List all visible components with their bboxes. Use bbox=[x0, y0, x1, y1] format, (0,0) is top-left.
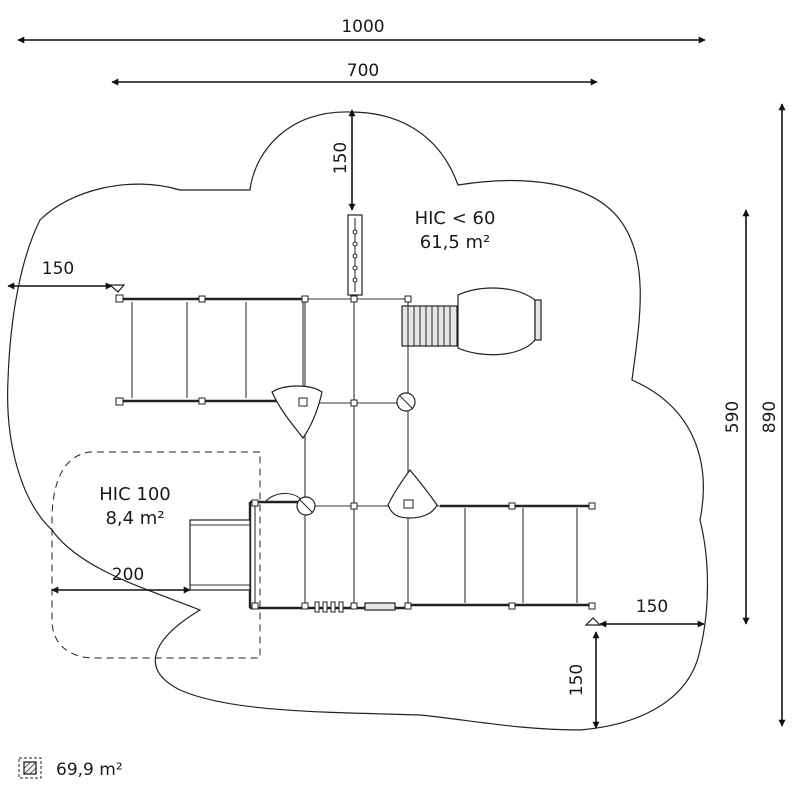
bottom-gap-label: 150 bbox=[567, 664, 587, 696]
small-zone-area-label: 8,4 m² bbox=[105, 508, 164, 529]
legend-total-area: 69,9 m² bbox=[56, 760, 123, 780]
posts bbox=[115, 294, 596, 610]
top-gap-label: 150 bbox=[331, 142, 351, 174]
safety-zone-outline bbox=[7, 111, 709, 731]
main-zone-area-label: 61,5 m² bbox=[420, 232, 491, 253]
legend: 69,9 m² bbox=[18, 757, 123, 780]
total-width-label: 1000 bbox=[341, 17, 384, 37]
small-slide bbox=[189, 519, 251, 591]
inner-width-label: 700 bbox=[347, 61, 379, 81]
main-zone-hic-label: HIC < 60 bbox=[415, 208, 496, 229]
lower-right-walkway bbox=[405, 504, 592, 607]
hatched-square-icon bbox=[18, 757, 42, 779]
left-anchor bbox=[108, 284, 126, 293]
playground-structure bbox=[108, 214, 602, 626]
left-gap-label: 150 bbox=[42, 259, 74, 279]
upper-turret-roof bbox=[271, 385, 323, 440]
tube-slide bbox=[401, 287, 542, 356]
right-anchor bbox=[584, 617, 602, 626]
small-zone-hic-label: HIC 100 bbox=[99, 484, 171, 505]
lower-turret-roof bbox=[387, 469, 438, 519]
total-height-label: 890 bbox=[760, 401, 780, 433]
hic-100-zone-outline bbox=[51, 451, 261, 659]
small-zone-width-label: 200 bbox=[112, 565, 144, 585]
upper-left-walkway bbox=[120, 297, 305, 403]
inner-height-label: 590 bbox=[723, 401, 743, 433]
right-gap-label: 150 bbox=[636, 597, 668, 617]
climbing-ladder bbox=[347, 214, 363, 296]
